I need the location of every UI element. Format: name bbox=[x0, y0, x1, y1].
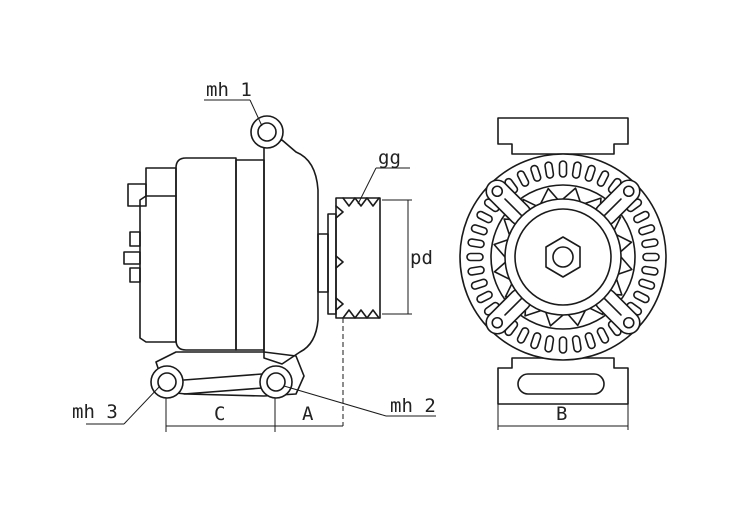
gg-label: gg bbox=[378, 147, 401, 169]
mh3-label: mh 3 bbox=[72, 401, 118, 423]
b-label: B bbox=[556, 403, 567, 425]
vent-slot bbox=[466, 252, 484, 262]
bottom-lug bbox=[497, 357, 629, 405]
vent-slots bbox=[466, 160, 660, 354]
stator-fins bbox=[235, 159, 265, 351]
pd-label: pd bbox=[410, 247, 433, 269]
shaft-collar bbox=[317, 233, 329, 293]
vent-slot bbox=[641, 265, 659, 276]
vent-slot bbox=[596, 327, 610, 344]
vent-slot bbox=[584, 164, 596, 182]
mount-hole-2 bbox=[259, 365, 293, 399]
bottom-lug-slot bbox=[517, 373, 605, 395]
b-dimension bbox=[497, 404, 629, 430]
mh3-leader bbox=[123, 385, 161, 425]
vent-slot bbox=[467, 238, 485, 249]
fan-blade bbox=[562, 187, 581, 203]
mount-hole-3 bbox=[150, 365, 184, 399]
vent-slot bbox=[558, 160, 568, 178]
mount-arms bbox=[485, 179, 641, 335]
vent-slot bbox=[633, 210, 650, 224]
fan-blade bbox=[545, 311, 564, 327]
shaft-end bbox=[552, 246, 574, 268]
shaft-hub bbox=[327, 213, 337, 315]
mh1-leader bbox=[249, 99, 263, 127]
mh1-label: mh 1 bbox=[206, 79, 252, 101]
vent-slot bbox=[530, 332, 542, 350]
vent-slot bbox=[633, 290, 650, 304]
mh2-label: mh 2 bbox=[390, 395, 436, 417]
vent-slot bbox=[544, 335, 555, 353]
vent-slot bbox=[544, 161, 555, 179]
vent-slot bbox=[470, 224, 488, 236]
vent-slot bbox=[638, 224, 656, 236]
vent-slot bbox=[638, 278, 656, 290]
ca-dimension bbox=[165, 398, 343, 432]
vent-slot bbox=[476, 210, 493, 224]
top-lug bbox=[497, 117, 629, 155]
fan-blade bbox=[615, 234, 633, 253]
fan-blade bbox=[540, 187, 559, 205]
c-label: C bbox=[214, 403, 225, 425]
fan-blades bbox=[493, 187, 633, 327]
a-label: A bbox=[302, 403, 314, 425]
pulley-inner bbox=[514, 208, 612, 306]
vent-slot bbox=[467, 265, 485, 276]
fan-blade bbox=[493, 261, 511, 280]
fan-blade bbox=[567, 309, 586, 327]
pd-dimension bbox=[382, 199, 412, 315]
fan-blade bbox=[617, 256, 633, 275]
vent-slot bbox=[584, 332, 596, 350]
front-housing bbox=[263, 139, 319, 365]
shaft-nut bbox=[545, 236, 581, 278]
mh2-leader bbox=[283, 385, 387, 417]
pulley bbox=[335, 197, 381, 319]
vent-slot bbox=[596, 170, 610, 187]
alternator-side-view: pd gg mh 1 mh 3 mh 2 C A bbox=[72, 79, 436, 432]
vent-slot bbox=[516, 327, 530, 344]
vent-slot bbox=[571, 335, 582, 353]
vent-slot bbox=[516, 170, 530, 187]
vent-slot bbox=[642, 252, 660, 262]
vent-slot bbox=[470, 278, 488, 290]
vent-slot bbox=[530, 164, 542, 182]
rear-cover bbox=[175, 157, 237, 351]
vent-slot bbox=[558, 336, 568, 354]
pulley-face bbox=[504, 198, 622, 316]
terminal-a bbox=[129, 231, 141, 247]
terminal-upper bbox=[127, 183, 147, 207]
vent-slot bbox=[571, 161, 582, 179]
gg-leader bbox=[357, 167, 377, 205]
housing-inner-ring bbox=[490, 184, 636, 330]
vent-slot bbox=[641, 238, 659, 249]
mount-hole-1 bbox=[250, 115, 284, 149]
vent-slot bbox=[476, 290, 493, 304]
terminal-b bbox=[123, 251, 141, 265]
terminal-c bbox=[129, 267, 141, 283]
fan-blade bbox=[493, 239, 509, 258]
alternator-front-view: B bbox=[459, 117, 667, 430]
